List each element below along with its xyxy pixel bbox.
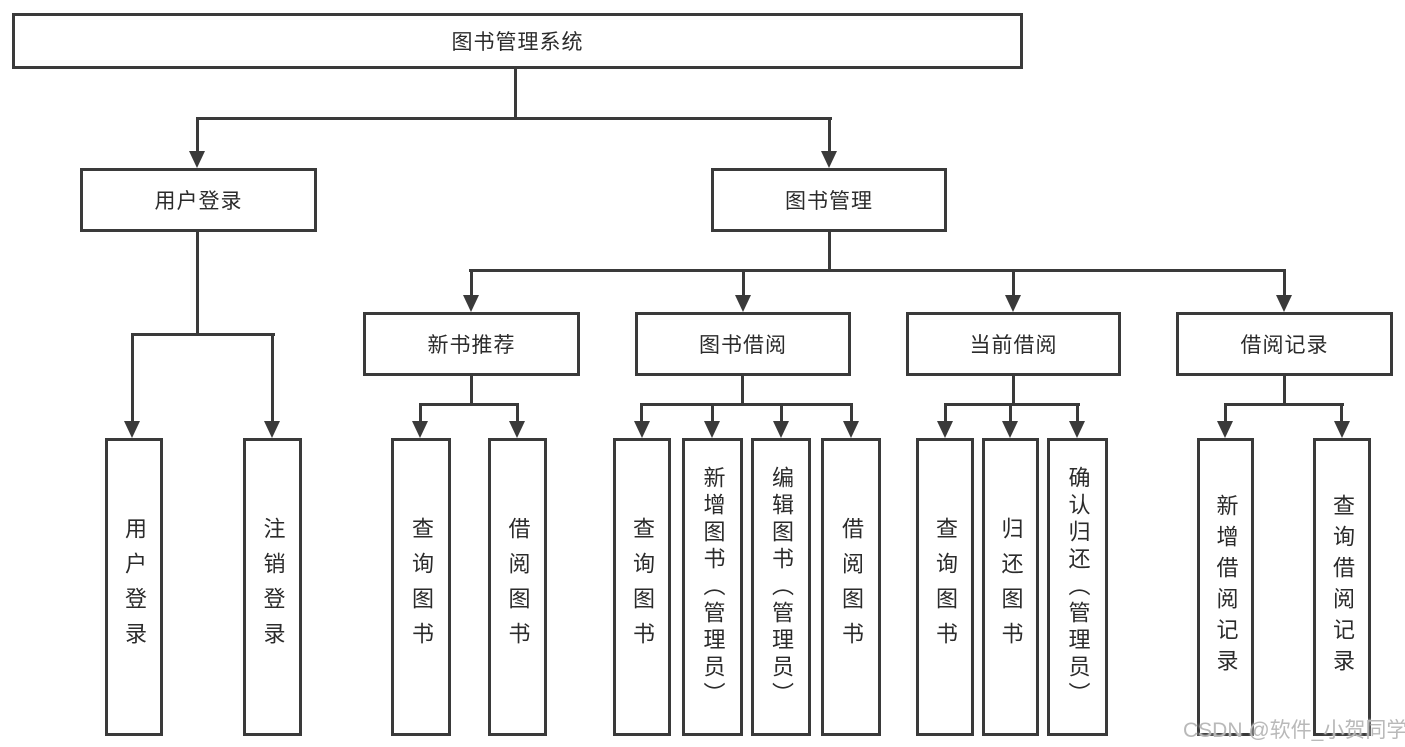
- arrow-down-icon: [773, 421, 789, 438]
- leaf-borrow-books-borrowing: 借阅图书: [821, 438, 881, 736]
- connector-line: [828, 232, 831, 271]
- leaf-return-books: 归还图书: [982, 438, 1039, 736]
- leaf-user-login: 用户登录: [105, 438, 163, 736]
- connector-line: [1012, 269, 1015, 296]
- node-library-system: 图书管理系统: [12, 13, 1023, 69]
- connector-line: [828, 117, 831, 152]
- arrow-down-icon: [735, 295, 751, 312]
- arrow-down-icon: [264, 421, 280, 438]
- arrow-down-icon: [704, 421, 720, 438]
- node-book-management: 图书管理: [711, 168, 947, 232]
- node-borrowing-records: 借阅记录: [1176, 312, 1393, 376]
- connector-line: [470, 269, 473, 296]
- connector-line: [1340, 403, 1343, 422]
- arrow-down-icon: [1002, 421, 1018, 438]
- connector-line: [131, 333, 134, 421]
- connector-line: [1009, 403, 1012, 422]
- leaf-query-books-borrowing: 查询图书: [613, 438, 671, 736]
- arrow-down-icon: [821, 151, 837, 168]
- connector-line: [780, 403, 783, 422]
- arrow-down-icon: [463, 295, 479, 312]
- arrow-down-icon: [937, 421, 953, 438]
- connector-line: [850, 403, 853, 422]
- connector-line: [640, 403, 643, 422]
- arrow-down-icon: [1276, 295, 1292, 312]
- node-new-book-recommend: 新书推荐: [363, 312, 580, 376]
- connector-line: [1224, 403, 1227, 422]
- node-user-login: 用户登录: [80, 168, 317, 232]
- arrow-down-icon: [634, 421, 650, 438]
- connector-line: [1224, 403, 1344, 406]
- connector-line: [196, 232, 199, 335]
- connector-line: [1283, 376, 1286, 405]
- connector-line: [469, 269, 1286, 272]
- connector-line: [1283, 269, 1286, 296]
- connector-line: [1076, 403, 1079, 422]
- arrow-down-icon: [843, 421, 859, 438]
- connector-line: [196, 117, 199, 152]
- connector-line: [131, 333, 275, 336]
- leaf-confirm-return-admin: 确认归还（管理员）: [1047, 438, 1108, 736]
- arrow-down-icon: [1217, 421, 1233, 438]
- connector-line: [742, 269, 745, 296]
- connector-line: [1012, 376, 1015, 405]
- connector-line: [711, 403, 714, 422]
- arrow-down-icon: [1069, 421, 1085, 438]
- arrow-down-icon: [124, 421, 140, 438]
- leaf-query-books-recommend: 查询图书: [391, 438, 451, 736]
- connector-line: [470, 376, 473, 405]
- connector-line: [419, 403, 519, 406]
- leaf-logout: 注销登录: [243, 438, 302, 736]
- connector-line: [196, 117, 832, 120]
- connector-line: [516, 403, 519, 422]
- node-current-borrowing: 当前借阅: [906, 312, 1121, 376]
- leaf-query-borrow-record: 查询借阅记录: [1313, 438, 1371, 736]
- arrow-down-icon: [1005, 295, 1021, 312]
- leaf-borrow-books-recommend: 借阅图书: [488, 438, 547, 736]
- node-book-borrowing: 图书借阅: [635, 312, 851, 376]
- leaf-add-borrow-record: 新增借阅记录: [1197, 438, 1254, 736]
- connector-line: [640, 403, 853, 406]
- connector-line: [514, 69, 517, 119]
- leaf-edit-books-admin: 编辑图书（管理员）: [751, 438, 811, 736]
- arrow-down-icon: [509, 421, 525, 438]
- arrow-down-icon: [412, 421, 428, 438]
- connector-line: [944, 403, 947, 422]
- connector-line: [419, 403, 422, 422]
- leaf-query-books-current: 查询图书: [916, 438, 974, 736]
- connector-line: [944, 403, 1080, 406]
- connector-line: [741, 376, 744, 405]
- arrow-down-icon: [1334, 421, 1350, 438]
- connector-line: [271, 333, 274, 421]
- leaf-add-books-admin: 新增图书（管理员）: [682, 438, 743, 736]
- arrow-down-icon: [189, 151, 205, 168]
- csdn-watermark: CSDN @软件_小贺同学: [1183, 719, 1405, 742]
